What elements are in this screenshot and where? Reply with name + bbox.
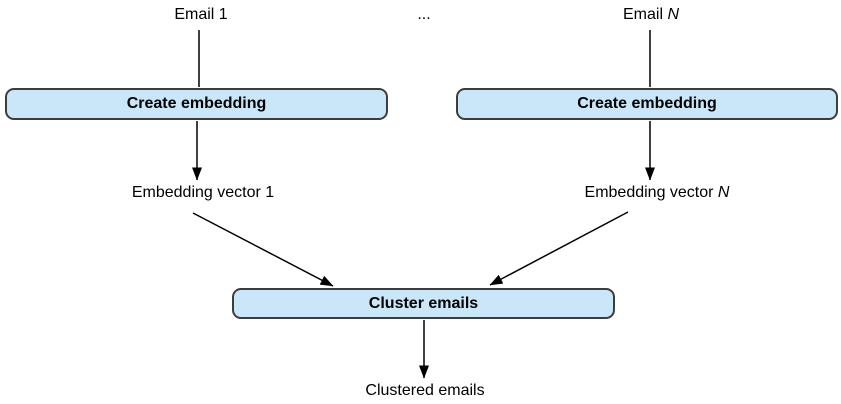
cluster-emails-box-label: Cluster emails [368,294,479,312]
label-email-n: Email N [541,5,761,24]
create-embedding-box-right-label: Create embedding [577,95,717,112]
label-ellipsis-text: ... [417,6,431,23]
create-embedding-box-left: Create embedding [5,88,388,120]
label-embedding-vector-n-suffix: N [717,184,730,201]
label-clustered-emails: Clustered emails [315,381,535,400]
label-email-n-suffix: N [667,6,679,23]
label-clustered-emails-text: Clustered emails [365,382,485,399]
label-email-1: Email 1 [91,5,311,24]
arrow-vector1-to-cluster-box [192,212,334,287]
label-embedding-vector-1-text: Embedding vector 1 [131,184,275,201]
arrow-vectorN-to-cluster-box [489,211,629,286]
label-email-n-prefix: Email [622,6,668,23]
label-embedding-vector-n-prefix: Embedding vector [584,184,718,201]
create-embedding-box-right: Create embedding [456,88,838,120]
label-ellipsis: ... [314,5,534,24]
create-embedding-box-left-label: Create embedding [126,95,267,112]
label-embedding-vector-1: Embedding vector 1 [93,183,313,202]
label-embedding-vector-n: Embedding vector N [547,183,767,202]
cluster-emails-box: Cluster emails [232,288,615,319]
label-email-1-text: Email 1 [174,6,228,23]
